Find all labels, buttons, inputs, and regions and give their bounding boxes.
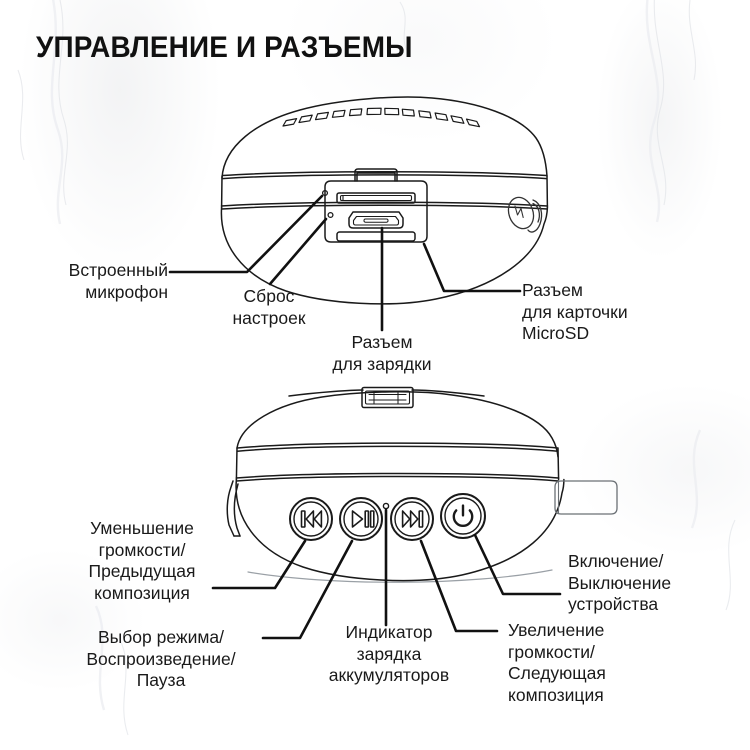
leader-volume-up: [419, 539, 499, 633]
page-title: УПРАВЛЕНИЕ И РАЗЪЕМЫ: [36, 31, 413, 64]
label-volume-down: Уменьшение громкости/ Предыдущая компози…: [88, 518, 196, 603]
leader-lines-bottom: [211, 508, 562, 640]
label-volume-up: Увеличение громкости/ Следующая композиц…: [508, 620, 606, 705]
leader-lines-top: [168, 194, 522, 332]
top-hinge-connector: [288, 386, 485, 409]
strap-loop: [226, 480, 241, 537]
grille-slots: [282, 107, 481, 128]
next-track-icon: [401, 510, 424, 528]
side-flap-tab: [554, 480, 618, 515]
label-reset: Сброс настроек: [232, 286, 306, 328]
prev-track-icon: [300, 510, 323, 528]
play-pause-button: [339, 497, 383, 541]
label-charge-indicator: Индикатор зарядка аккумуляторов: [328, 622, 450, 685]
leader-builtin-mic: [168, 194, 324, 274]
play-pause-icon: [351, 510, 375, 528]
leader-microsd: [422, 242, 522, 293]
leader-volume-down: [211, 539, 307, 590]
leader-power: [473, 533, 562, 596]
mic-hole: [321, 189, 329, 197]
figure-speaker-front: [220, 96, 549, 305]
label-charging-port: Разъем для зарядки: [332, 332, 432, 374]
ports-panel: [324, 168, 428, 243]
next-track-button: [390, 497, 434, 541]
label-microsd: Разъем для карточки MicroSD: [522, 280, 628, 343]
power-button: [440, 493, 486, 539]
charge-led: [382, 502, 390, 510]
reset-pinhole: [327, 211, 334, 219]
label-builtin-mic: Встроенный микрофон: [68, 260, 168, 302]
micro-usb-port: [348, 211, 404, 229]
leader-mode-play: [261, 539, 354, 640]
prev-track-button: [289, 497, 333, 541]
label-power: Включение/ Выключение устройства: [568, 551, 672, 614]
microsd-slot: [336, 192, 416, 204]
label-mode-play-pause: Выбор режима/ Воспроизведение/ Пауза: [86, 627, 236, 690]
figure-speaker-top: [226, 386, 618, 583]
power-icon: [452, 504, 474, 527]
brand-logo-mark: [507, 196, 543, 233]
leader-reset: [268, 217, 328, 286]
